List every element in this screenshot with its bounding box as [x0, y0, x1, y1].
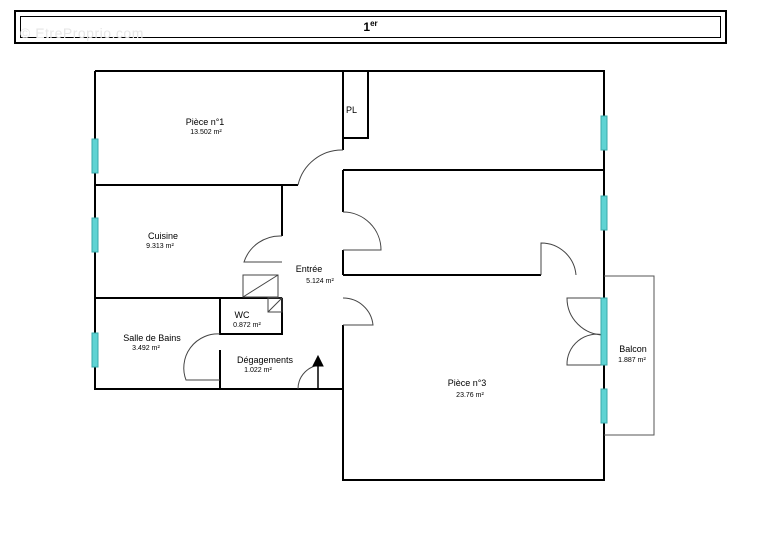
room-degagements-area: 1.022 m² [244, 367, 272, 374]
room-wc-area: 0.872 m² [233, 322, 261, 329]
room-balcon-area-unit: m² [638, 357, 647, 364]
room-degagements-area-unit: m² [264, 367, 273, 374]
room-degagements-area-value: 1.022 [244, 367, 262, 374]
wc-sink [267, 297, 283, 313]
floor-title-suffix: er [370, 19, 378, 28]
room-balcon-area-value: 1.887 [618, 357, 636, 364]
balcon-outline [604, 275, 655, 436]
floor-title-box: 1er [14, 10, 727, 44]
room-sdb-name: Salle de Bains [123, 333, 181, 343]
room-wc-area-value: 0.872 [233, 322, 251, 329]
door-upper [540, 242, 577, 276]
room-balcon-name: Balcon [619, 344, 647, 354]
room-sdb-area: 3.492 m² [132, 345, 160, 352]
window-balcon-door [600, 297, 608, 366]
room-sdb-area-value: 3.492 [132, 345, 150, 352]
room-piece1-area-value: 13.502 [190, 129, 212, 136]
room-cuisine-area-value: 9.313 [146, 243, 164, 250]
room-wc-area-unit: m² [253, 322, 262, 329]
wc-sink-diag [267, 297, 283, 313]
stair-lines [242, 274, 283, 313]
watermark: © EtreProprio.com [20, 25, 144, 41]
entry-arrow [312, 354, 324, 389]
floor-title-inner [20, 16, 721, 38]
window-piece1 [91, 138, 99, 174]
wall-wc [219, 298, 283, 335]
window-cuisine [91, 217, 99, 253]
room-entree-area-unit: m² [326, 278, 335, 285]
room-piece1-name: Pièce n°1 [186, 117, 225, 127]
room-degagements-name: Dégagements [237, 355, 294, 365]
room-entree-area: 5.124 m² [306, 278, 334, 285]
room-cuisine-name: Cuisine [148, 231, 178, 241]
floor-title-number: 1 [363, 20, 371, 34]
room-piece3-area-unit: m² [476, 392, 485, 399]
stair-diag [242, 274, 279, 298]
room-cuisine-area-unit: m² [166, 243, 175, 250]
door-piece1 [297, 149, 344, 186]
wall-closet [343, 70, 369, 139]
room-piece1-area: 13.502 m² [190, 129, 222, 136]
window-right-top [600, 115, 608, 151]
stair-box [242, 274, 279, 298]
door-balcon [566, 297, 605, 366]
room-piece3-name: Pièce n°3 [448, 378, 487, 388]
room-entree-area-value: 5.124 [306, 278, 324, 285]
windows [91, 115, 608, 424]
door-piece3 [342, 297, 374, 326]
window-piece3 [600, 388, 608, 424]
walls [94, 70, 605, 481]
room-entree-name: Entrée [296, 264, 323, 274]
room-piece3-area: 23.76 m² [456, 392, 484, 399]
closet-label: PL [346, 105, 357, 115]
door-sdb [183, 333, 221, 381]
room-wc-name: WC [235, 310, 250, 320]
outer-wall [94, 70, 605, 481]
room-piece3-area-value: 23.76 [456, 392, 474, 399]
door-cuisine [243, 235, 283, 263]
room-cuisine-area: 9.313 m² [146, 243, 174, 250]
door-entree-right [342, 211, 382, 251]
floor-title: 1er [16, 19, 725, 34]
room-sdb-area-unit: m² [152, 345, 161, 352]
window-sdb [91, 332, 99, 368]
window-right-mid [600, 195, 608, 231]
room-piece1-area-unit: m² [214, 129, 223, 136]
room-balcon-area: 1.887 m² [618, 357, 646, 364]
